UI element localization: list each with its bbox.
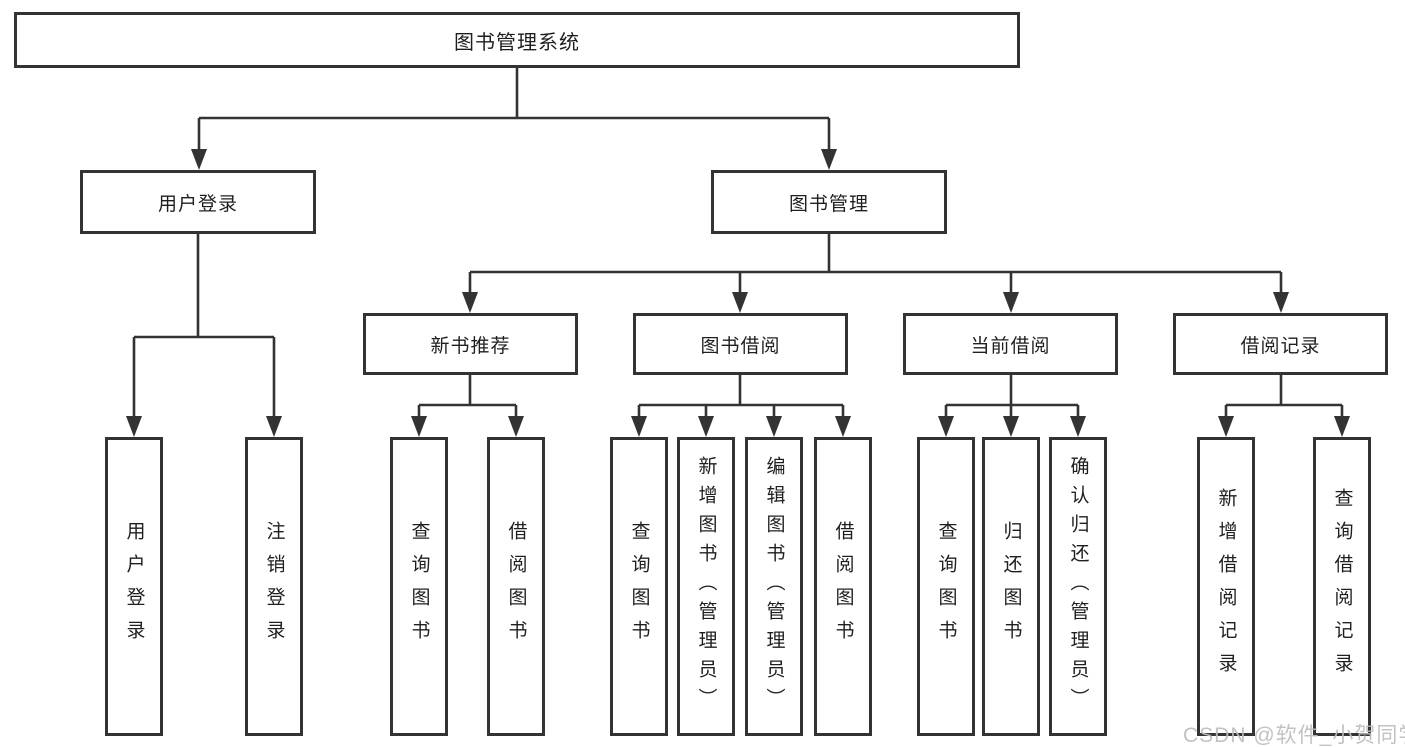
node-book-management: 图书管理 <box>711 170 947 234</box>
node-label: 用户登录 <box>157 193 238 215</box>
arrow-down-icon <box>1218 416 1234 437</box>
node-label: 借阅记录 <box>1240 335 1321 357</box>
arrowhead-icons <box>126 149 1350 437</box>
leaf-borrow-books-recommend: 借阅图书 <box>487 437 545 736</box>
node-label: 借阅图书 <box>505 520 527 653</box>
node-borrowing-records: 借阅记录 <box>1173 313 1388 375</box>
arrow-down-icon <box>411 416 427 437</box>
node-label: 查询图书 <box>408 520 430 653</box>
arrow-down-icon <box>821 149 837 170</box>
arrow-down-icon <box>698 416 714 437</box>
node-label: 确认归还（管理员） <box>1067 456 1089 717</box>
node-label: 查询借阅记录 <box>1331 487 1353 686</box>
node-label: 归还图书 <box>1000 520 1022 653</box>
node-label: 新增图书（管理员） <box>695 456 717 717</box>
arrow-down-icon <box>126 416 142 437</box>
arrow-down-icon <box>766 416 782 437</box>
leaf-query-books-current: 查询图书 <box>917 437 975 736</box>
arrow-down-icon <box>1070 416 1086 437</box>
arrow-down-icon <box>631 416 647 437</box>
node-user-login: 用户登录 <box>80 170 316 234</box>
node-label: 图书管理系统 <box>454 31 580 54</box>
node-new-book-recommendation: 新书推荐 <box>363 313 578 375</box>
node-label: 新书推荐 <box>430 335 511 357</box>
node-label: 当前借阅 <box>970 335 1051 357</box>
node-label: 查询图书 <box>628 520 650 653</box>
arrow-down-icon <box>191 149 207 170</box>
leaf-add-borrow-record: 新增借阅记录 <box>1197 437 1255 736</box>
leaf-logout: 注销登录 <box>245 437 303 736</box>
leaf-query-books-borrowing: 查询图书 <box>610 437 668 736</box>
leaf-query-borrow-record: 查询借阅记录 <box>1313 437 1371 736</box>
arrow-down-icon <box>508 416 524 437</box>
csdn-watermark: CSDN @软件_小贺同学 <box>1183 724 1405 747</box>
node-label: 编辑图书（管理员） <box>763 456 785 717</box>
arrow-down-icon <box>1273 292 1289 313</box>
arrow-down-icon <box>835 416 851 437</box>
leaf-user-login: 用户登录 <box>105 437 163 736</box>
node-label: 新增借阅记录 <box>1215 487 1237 686</box>
node-label: 借阅图书 <box>832 520 854 653</box>
leaf-edit-book-admin: 编辑图书（管理员） <box>745 437 803 736</box>
arrow-down-icon <box>938 416 954 437</box>
leaf-confirm-return-admin: 确认归还（管理员） <box>1049 437 1107 736</box>
leaf-borrow-books: 借阅图书 <box>814 437 872 736</box>
node-label: 图书管理 <box>788 193 869 215</box>
node-book-borrowing: 图书借阅 <box>633 313 848 375</box>
arrow-down-icon <box>1334 416 1350 437</box>
arrow-down-icon <box>1003 292 1019 313</box>
leaf-add-book-admin: 新增图书（管理员） <box>677 437 735 736</box>
arrow-down-icon <box>732 292 748 313</box>
node-current-borrowing: 当前借阅 <box>903 313 1118 375</box>
arrow-down-icon <box>462 292 478 313</box>
leaf-query-books-recommend: 查询图书 <box>390 437 448 736</box>
arrow-down-icon <box>1003 416 1019 437</box>
node-label: 查询图书 <box>935 520 957 653</box>
node-label: 图书借阅 <box>700 335 781 357</box>
node-library-management-system: 图书管理系统 <box>14 12 1020 68</box>
node-label: 注销登录 <box>263 520 285 653</box>
arrow-down-icon <box>266 416 282 437</box>
node-label: 用户登录 <box>123 520 145 653</box>
leaf-return-books: 归还图书 <box>982 437 1040 736</box>
